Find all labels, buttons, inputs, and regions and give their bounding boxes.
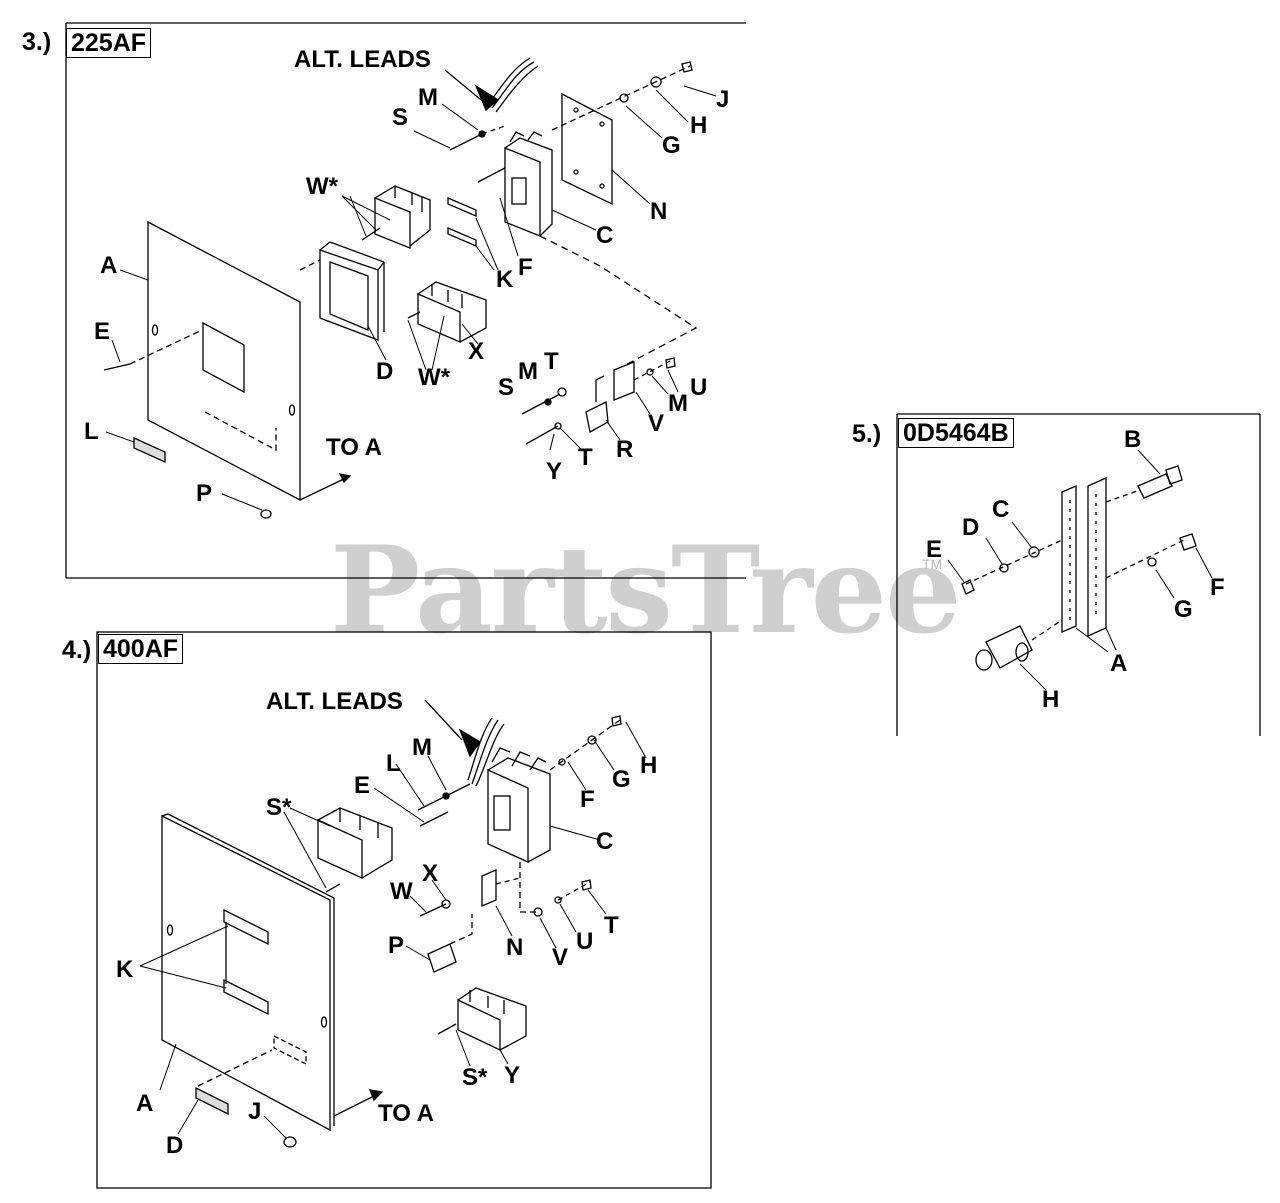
- label-g-5: G: [1174, 596, 1193, 623]
- label-c-4: C: [596, 828, 614, 855]
- label-h-4: H: [640, 752, 658, 779]
- label-to-a-3: TO A: [326, 434, 383, 461]
- label-k-4: K: [116, 956, 134, 983]
- label-n-4: N: [506, 934, 524, 961]
- panel-a: [147, 220, 301, 502]
- label-w-star-3b: W*: [418, 364, 450, 391]
- label-r-3: R: [616, 436, 634, 463]
- label-f-4: F: [580, 786, 595, 813]
- label-a-3: A: [100, 252, 118, 279]
- label-a-5: A: [1110, 650, 1128, 677]
- label-d-5: D: [962, 514, 980, 541]
- label-b-5: B: [1124, 426, 1142, 453]
- label-h-5: H: [1042, 686, 1060, 713]
- label-alt-leads-4: ALT. LEADS: [266, 688, 403, 715]
- label-f-3: F: [518, 254, 533, 281]
- label-e-3: E: [94, 318, 111, 345]
- label-g-3: G: [662, 132, 681, 159]
- section-5-number: 5.): [852, 420, 882, 448]
- label-s-3b: S: [498, 374, 515, 401]
- section-3-model-tag: 225AF: [66, 28, 152, 58]
- label-s-star-4b: S*: [462, 1064, 488, 1091]
- watermark-trademark: TM: [922, 556, 943, 572]
- label-s-star-4: S*: [266, 794, 292, 821]
- label-p-3: P: [196, 480, 213, 507]
- label-u-4: U: [576, 928, 594, 955]
- label-e-4: E: [354, 772, 371, 799]
- leader-lines: [105, 85, 1213, 1139]
- section-5-drawing: [896, 413, 1261, 736]
- label-u-3: U: [690, 374, 708, 401]
- label-m-4: M: [412, 734, 432, 761]
- label-x-3: X: [468, 338, 485, 365]
- label-m-3c: M: [668, 390, 688, 417]
- label-alt-leads-3: ALT. LEADS: [294, 46, 431, 73]
- label-e-5: E: [926, 536, 943, 563]
- plate-n: [561, 92, 613, 206]
- label-f-5: F: [1210, 574, 1225, 601]
- label-j-3: J: [716, 86, 730, 113]
- bus-bar-a: [1061, 485, 1077, 633]
- label-a-4: A: [136, 1090, 154, 1117]
- panel-a-400: [161, 814, 331, 1132]
- label-w-4: W: [390, 878, 413, 905]
- label-m-3b: M: [518, 358, 538, 385]
- lug-h: [985, 625, 1033, 669]
- label-c-5: C: [992, 496, 1010, 523]
- section-4-model-tag: 400AF: [98, 634, 184, 664]
- label-k-3: K: [496, 266, 514, 293]
- label-t-3b: T: [578, 444, 593, 471]
- label-t-4: T: [604, 912, 619, 939]
- frame-d: [319, 249, 379, 341]
- label-x-4: X: [422, 860, 439, 887]
- label-m-3: M: [418, 84, 438, 111]
- watermark: PartsTree: [330, 520, 961, 661]
- lug-r: [585, 400, 609, 434]
- breaker-c: [504, 147, 541, 237]
- label-n-3: N: [650, 198, 668, 225]
- label-d-3: D: [376, 358, 394, 385]
- label-l-4: L: [386, 750, 401, 777]
- label-w-star-3: W*: [306, 173, 338, 200]
- section-3-drawing: [65, 22, 746, 579]
- section-5-model-tag: 0D5464B: [898, 418, 1014, 448]
- label-p-4: P: [388, 932, 405, 959]
- label-s-3: S: [392, 104, 409, 131]
- label-c-3: C: [596, 222, 614, 249]
- label-t-3: T: [544, 348, 559, 375]
- label-to-a-4: TO A: [378, 1100, 435, 1127]
- label-y-3: Y: [546, 458, 563, 485]
- label-l-3: L: [84, 418, 99, 445]
- label-h-3: H: [690, 112, 708, 139]
- label-y-4: Y: [504, 1062, 521, 1089]
- section-4-drawing: [96, 631, 712, 1189]
- section-4-number: 4.): [62, 636, 92, 664]
- label-v-4: V: [552, 944, 569, 971]
- label-g-4: G: [612, 766, 631, 793]
- label-d-4: D: [166, 1132, 184, 1159]
- plate-l: [133, 436, 166, 464]
- section-3-number: 3.): [22, 28, 52, 56]
- label-v-3: V: [648, 410, 665, 437]
- label-j-4: J: [248, 1098, 262, 1125]
